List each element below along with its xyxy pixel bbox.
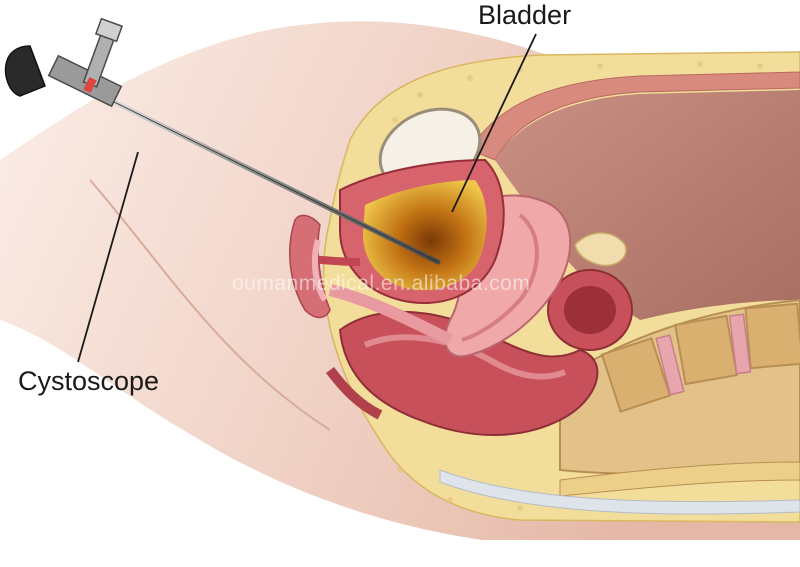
bladder-leader-line (451, 33, 537, 213)
bladder-label: Bladder (478, 0, 572, 30)
rectum-inner (363, 334, 567, 380)
abdominal-wall (469, 71, 800, 161)
spinal-canal (559, 461, 800, 497)
abdominal-cavity (495, 90, 800, 320)
floor-shadow (0, 540, 800, 562)
intervertebral-discs (655, 313, 752, 396)
ligament (439, 469, 800, 515)
bladder-lumen (362, 180, 487, 291)
cystoscope-instrument (4, 17, 441, 265)
thigh-fold (89, 179, 331, 431)
cystoscope-port (82, 32, 116, 88)
cystoscope-eyepiece (4, 45, 46, 97)
cystoscope-label: Cystoscope (18, 366, 160, 396)
sigmoid-colon (547, 269, 633, 351)
watermark-text: oumanmedical.en.alibaba.com (232, 272, 531, 295)
vertebrae (600, 302, 800, 413)
cystoscope-leader-line (77, 151, 139, 363)
ovary (574, 232, 627, 267)
anal-canal (326, 366, 383, 420)
labia-minora (311, 239, 328, 302)
vagina (328, 284, 453, 346)
uterus-inner (461, 213, 539, 342)
